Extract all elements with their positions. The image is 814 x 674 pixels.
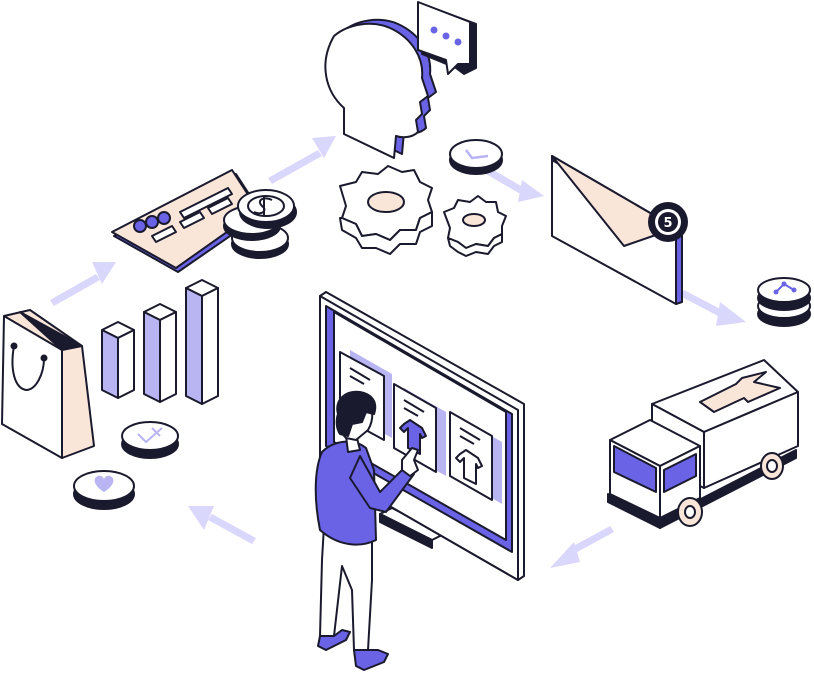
bar-chart-icon — [101, 279, 219, 405]
product-card — [393, 383, 446, 476]
arrow-envelope-to-truck-icon — [680, 290, 746, 326]
arrow-truck-to-monitor-icon — [550, 526, 614, 568]
notification-badge: 5 — [648, 202, 688, 242]
head-icon — [324, 18, 437, 159]
flow-arrows — [50, 136, 746, 568]
arrow-card-to-head-icon — [268, 136, 336, 184]
delivery-truck-icon — [607, 359, 799, 529]
gear-icon — [339, 165, 433, 255]
tshirt-icon — [455, 449, 483, 485]
credit-card-icon — [111, 169, 263, 273]
shopping-bag-icon — [1, 309, 95, 459]
arrow-bag-to-card-icon — [50, 262, 116, 306]
arrow-monitor-to-heart-icon — [188, 506, 256, 544]
gear-icon — [443, 195, 507, 257]
envelope-icon — [551, 155, 683, 305]
notification-badge-count: 5 — [663, 216, 672, 231]
arrow-head-to-envelope-icon — [486, 168, 544, 202]
tshirt-icon — [399, 419, 427, 455]
clock-icon — [449, 139, 503, 175]
database-icon — [757, 277, 811, 327]
heart-icon — [73, 470, 135, 510]
discount-coin-icon — [121, 421, 179, 459]
chat-bubble-icon — [417, 1, 477, 75]
person-icon — [314, 390, 419, 671]
product-card — [449, 411, 502, 504]
dollar-coin-icon — [223, 189, 297, 259]
